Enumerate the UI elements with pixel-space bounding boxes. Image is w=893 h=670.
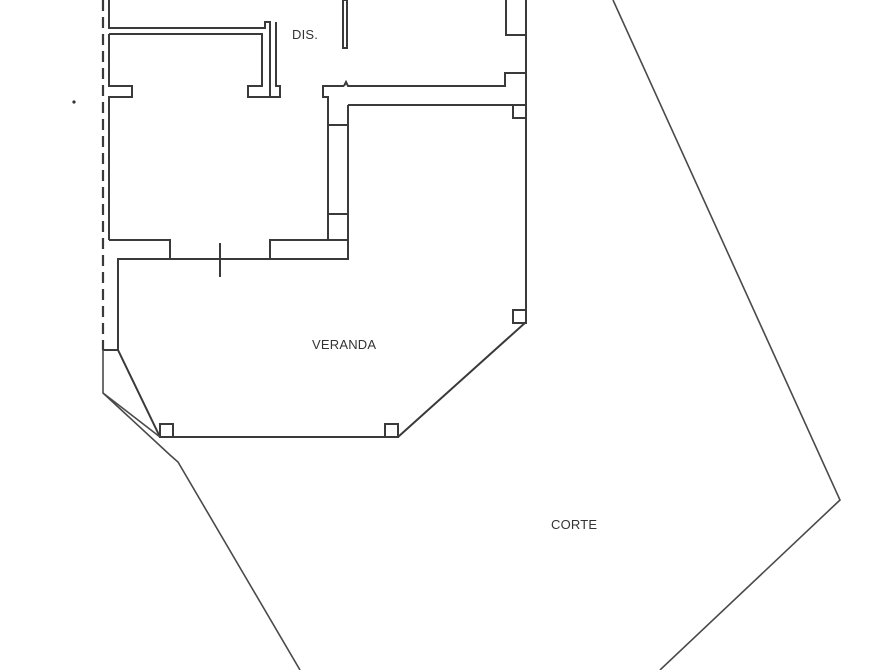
corridor-walls [328,0,527,322]
room-label-corte: CORTE [551,517,598,532]
corte-boundary [102,0,841,670]
room-label-dis: DIS. [292,27,319,42]
room-label-veranda: VERANDA [312,337,377,352]
door-jamb [342,0,348,49]
stray-dot [72,100,76,104]
room-upper-left-walls [108,0,344,259]
